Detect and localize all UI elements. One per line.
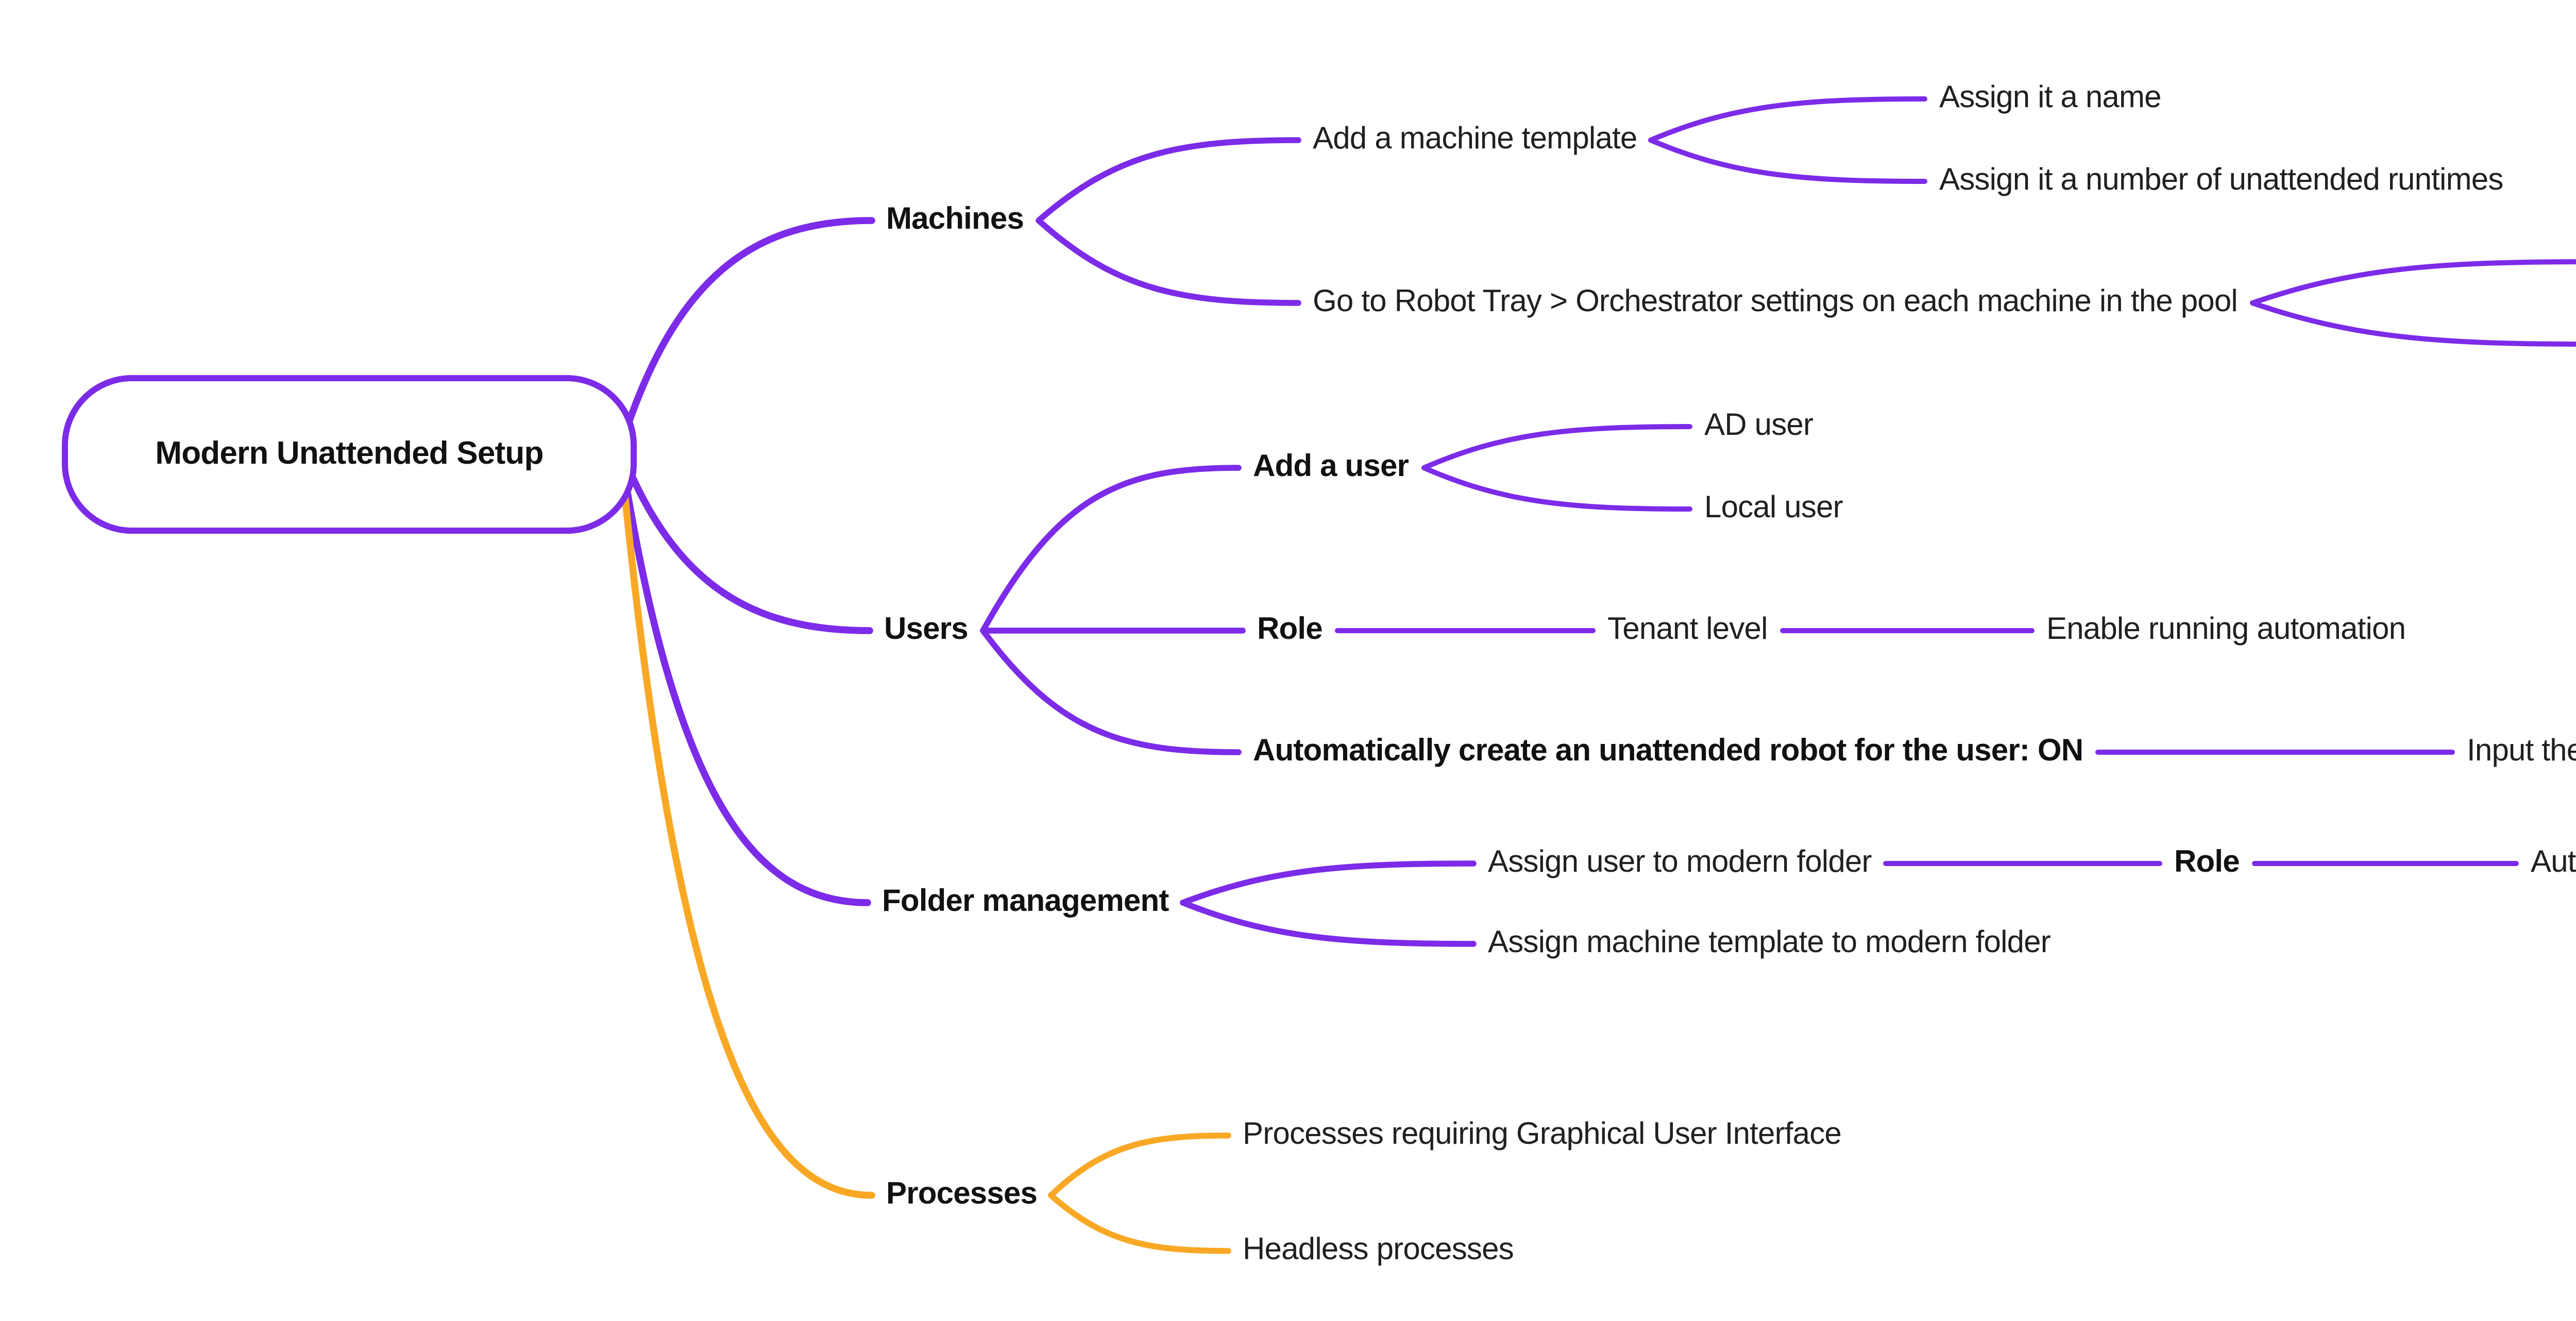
branch-edge-auto-create (980, 628, 1242, 755)
branch-edge-input-orch-url (2250, 300, 2576, 347)
branch-edge-copy-paste-key (2250, 259, 2576, 306)
branch-edge-assign-runtimes (1648, 138, 1927, 184)
node-automation-user[interactable]: Automation User (2531, 845, 2576, 880)
branch-edge-headless (1048, 1192, 1231, 1254)
node-ad-user[interactable]: AD user (1704, 408, 1814, 443)
node-input-password[interactable]: Input the robot's password (2467, 734, 2576, 769)
branch-edge-add-machine-template (1036, 137, 1301, 224)
branch-edge-ad-user (1421, 424, 1692, 470)
branch-edge-processes (617, 445, 875, 1199)
branch-edge-local-user (1421, 465, 1692, 512)
branch-edge-users (617, 445, 873, 634)
node-local-user[interactable]: Local user (1704, 490, 1843, 526)
branch-edge-go-robot-tray (1036, 217, 1301, 306)
node-auto-create[interactable]: Automatically create an unattended robot… (1253, 734, 2083, 769)
branch-edge-assign-name (1648, 96, 1927, 143)
node-assign-machine-folder[interactable]: Assign machine template to modern folder (1488, 925, 2051, 960)
root-node[interactable]: Modern Unattended Setup (62, 375, 637, 534)
branch-edge-assign-machine-folder (1180, 900, 1477, 947)
node-tenant-level[interactable]: Tenant level (1607, 612, 1768, 647)
branch-edge-processes-gui (1048, 1132, 1231, 1198)
node-assign-name[interactable]: Assign it a name (1939, 80, 2162, 115)
node-processes-gui[interactable]: Processes requiring Graphical User Inter… (1243, 1117, 1842, 1152)
node-machines[interactable]: Machines (886, 202, 1024, 237)
node-role-users[interactable]: Role (1257, 612, 1323, 647)
node-assign-user-folder[interactable]: Assign user to modern folder (1488, 845, 1872, 880)
branch-edge-machines (617, 217, 875, 452)
node-enable-running[interactable]: Enable running automation (2046, 612, 2406, 647)
node-add-machine-template[interactable]: Add a machine template (1313, 122, 1637, 157)
node-go-robot-tray[interactable]: Go to Robot Tray > Orchestrator settings… (1313, 284, 2238, 319)
node-add-user[interactable]: Add a user (1253, 449, 1409, 484)
branch-edge-folder-mgmt (617, 445, 871, 906)
node-processes[interactable]: Processes (886, 1177, 1038, 1212)
node-folder-mgmt[interactable]: Folder management (882, 884, 1169, 919)
node-users[interactable]: Users (884, 612, 969, 647)
branch-edge-add-user (980, 465, 1242, 634)
node-headless[interactable]: Headless processes (1243, 1232, 1514, 1267)
node-role-folder[interactable]: Role (2174, 845, 2240, 880)
node-assign-runtimes[interactable]: Assign it a number of unattended runtime… (1939, 163, 2503, 198)
branch-edge-assign-user-folder (1180, 860, 1477, 906)
